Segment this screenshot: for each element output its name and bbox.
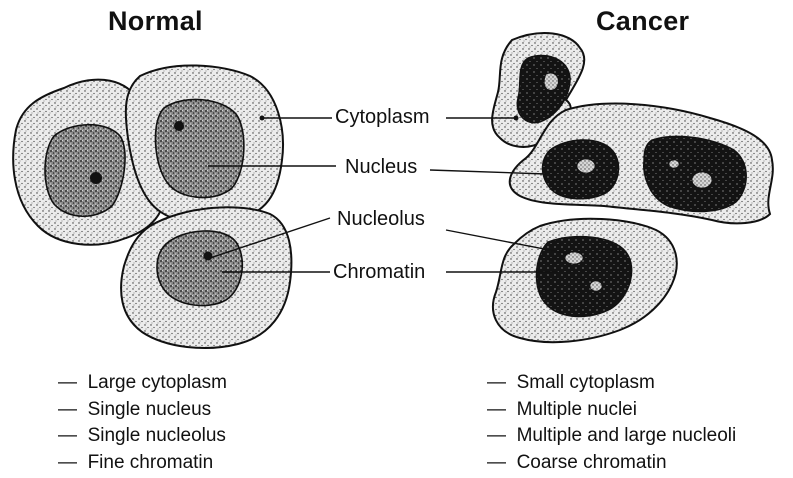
nucleolus-label: Nucleolus	[335, 208, 427, 230]
normal-nucleolus-right	[174, 121, 184, 131]
chromatin-label: Chromatin	[331, 261, 427, 283]
cancer-trait-nuclei: Multiple nuclei	[487, 397, 736, 424]
cytoplasm-label: Cytoplasm	[333, 106, 431, 128]
normal-trait-nucleus: Single nucleus	[58, 397, 227, 424]
cancer-traits-list: Small cytoplasm Multiple nuclei Multiple…	[487, 370, 736, 476]
cancer-nucleolus-top	[544, 73, 558, 90]
normal-cell-bottom	[121, 207, 291, 348]
cancer-nucleolus-middle-a	[577, 159, 595, 173]
cancer-trait-chromatin: Coarse chromatin	[487, 450, 736, 477]
normal-traits-list: Large cytoplasm Single nucleus Single nu…	[58, 370, 227, 476]
normal-nucleolus-bottom	[204, 252, 213, 261]
cancer-nucleolus-middle-b	[692, 172, 712, 188]
normal-nucleolus-left	[90, 172, 102, 184]
normal-trait-chromatin: Fine chromatin	[58, 450, 227, 477]
normal-trait-cytoplasm: Large cytoplasm	[58, 370, 227, 397]
normal-cell-right	[126, 65, 283, 223]
cancer-trait-cytoplasm: Small cytoplasm	[487, 370, 736, 397]
cancer-cell-bottom	[493, 219, 677, 342]
normal-trait-nucleolus: Single nucleolus	[58, 423, 227, 450]
nucleus-label: Nucleus	[343, 156, 419, 178]
cancer-trait-nucleoli: Multiple and large nucleoli	[487, 423, 736, 450]
